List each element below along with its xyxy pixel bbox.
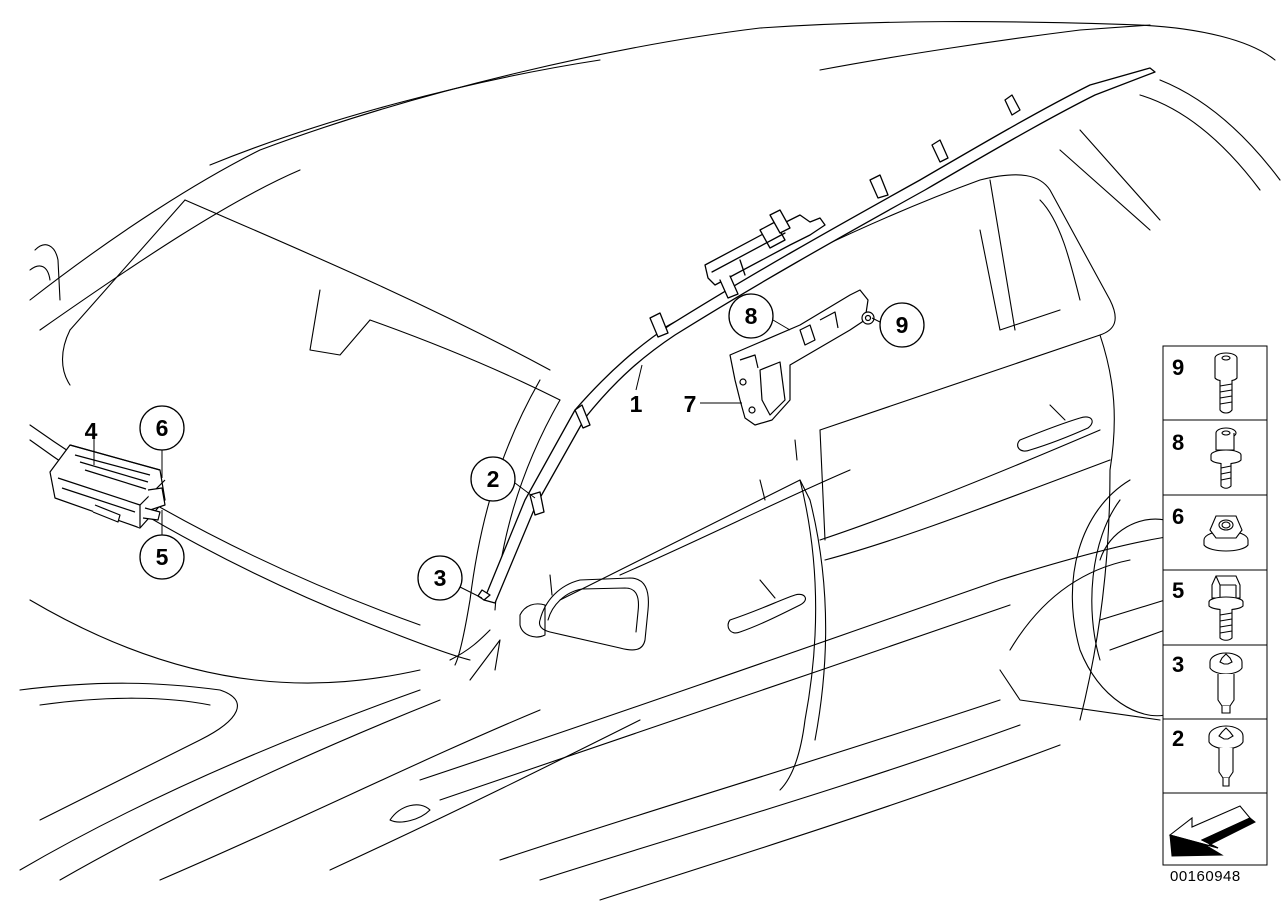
collar-screw-icon [1210, 427, 1242, 489]
fastener-number-5: 5 [1172, 578, 1184, 603]
callout-labels: 1 2 3 4 5 6 7 8 9 [85, 303, 909, 591]
fastener-number-2: 2 [1172, 726, 1184, 751]
bolt-icon [1214, 352, 1238, 414]
callout-4: 4 [85, 418, 98, 444]
hex-nut-icon [1203, 515, 1249, 552]
callout-circle-8 [728, 293, 774, 339]
leader-lines [93, 317, 881, 599]
airbag-bracket [729, 289, 875, 426]
callout-8: 8 [745, 303, 758, 329]
fastener-number-6: 6 [1172, 504, 1184, 529]
torx-pin-icon [1208, 725, 1244, 787]
callout-7: 7 [684, 391, 697, 417]
fastener-number-8: 8 [1172, 430, 1184, 455]
torx-screw-icon [1209, 652, 1243, 714]
callout-circle-5 [139, 534, 185, 580]
callout-5: 5 [156, 544, 169, 570]
callout-circles [139, 293, 925, 601]
airbag-module [49, 444, 166, 529]
callout-6: 6 [156, 415, 169, 441]
callout-1: 1 [630, 391, 643, 417]
callout-2: 2 [487, 466, 500, 492]
fastener-number-3: 3 [1172, 652, 1184, 677]
car-outline [19, 21, 1281, 901]
head-airbag-curtain [477, 67, 1156, 604]
callout-circle-6 [139, 405, 185, 451]
hex-bolt-icon [1208, 575, 1244, 641]
arrow-left-icon[interactable] [1168, 805, 1256, 857]
callout-circle-2 [470, 456, 516, 502]
callout-circle-3 [417, 555, 463, 601]
fastener-panel: 9 8 6 5 3 2 [1162, 345, 1268, 866]
diagram-code: 00160948 [1170, 868, 1241, 885]
fastener-number-9: 9 [1172, 355, 1184, 380]
callout-3: 3 [434, 565, 447, 591]
callout-9: 9 [896, 312, 909, 338]
callout-circle-9 [879, 302, 925, 348]
